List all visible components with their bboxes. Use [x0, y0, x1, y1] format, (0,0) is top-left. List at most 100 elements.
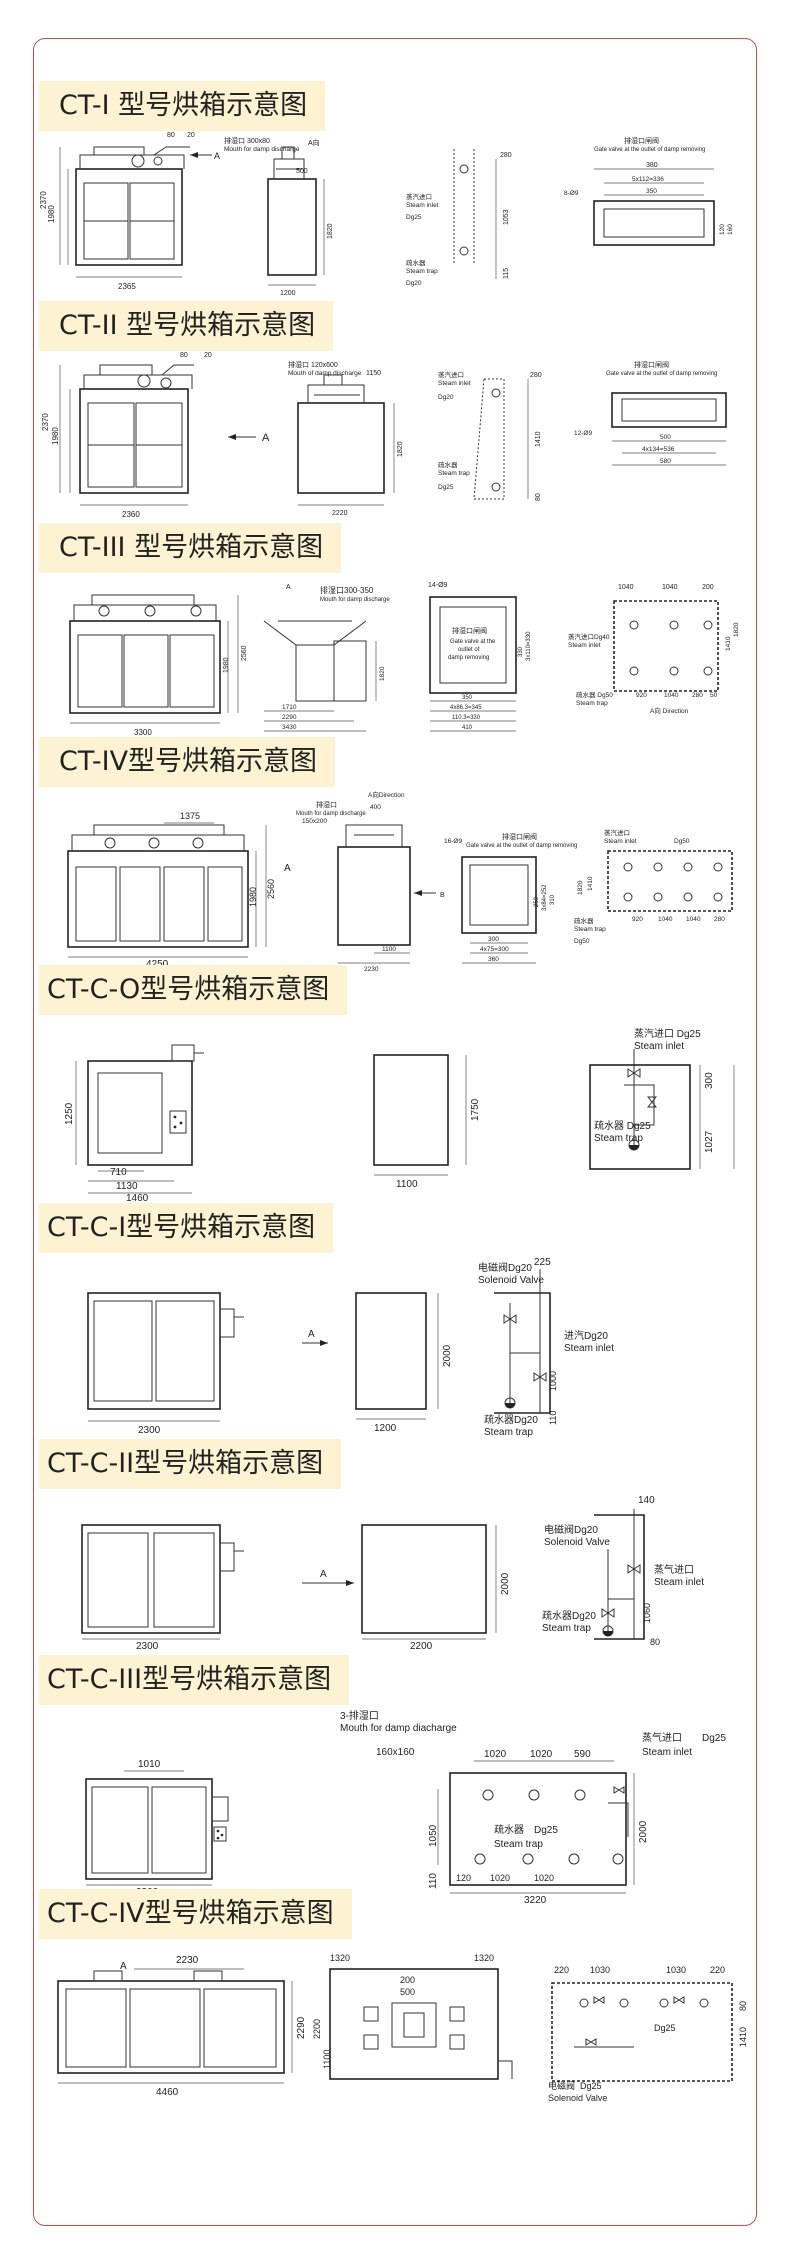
- drawing-label: 500: [296, 168, 308, 175]
- drawing-label: Steam inlet: [654, 1577, 704, 1588]
- drawing-label: 排湿口闸阀: [624, 136, 659, 145]
- drawing-label: Steam inlet: [438, 380, 471, 387]
- drawing-label: 1040: [686, 916, 701, 923]
- drawing-label: 80: [180, 352, 188, 359]
- drawing-label: 1020: [534, 1873, 554, 1883]
- drawing-label: 350: [462, 695, 473, 701]
- drawing-label: 110.3=330: [452, 715, 481, 721]
- drawing-label: 1820: [379, 666, 386, 681]
- drawing-label: 50: [710, 692, 718, 699]
- drawing-label: 1980: [51, 427, 60, 445]
- drawing-label: 排湿口300-350: [320, 585, 374, 595]
- drawing-label: 20: [204, 352, 212, 359]
- drawing-label: 280: [530, 372, 542, 379]
- section-ct-c-i: CT-C-I型号烘箱示意图 2300 A 2000 1200 225 电磁阀Dg…: [34, 1203, 756, 1441]
- drawing-label: 1980: [248, 887, 258, 907]
- drawing-label: Solenoid Valve: [478, 1275, 544, 1286]
- drawing-label: 4250: [146, 959, 169, 970]
- drawing-label: 3220: [524, 1895, 547, 1906]
- drawing-label: 350: [646, 188, 657, 195]
- drawing-label: 250: [534, 896, 540, 907]
- drawing-label: 400: [370, 804, 381, 811]
- drawing-label: 排湿口闸阀: [502, 832, 537, 841]
- drawing-label: 280: [692, 692, 703, 699]
- drawing-label: A: [308, 1329, 315, 1340]
- drawing-label: 710: [110, 1167, 127, 1178]
- drawing-label: 进汽Dg20: [564, 1329, 608, 1342]
- drawing-label: 4x86.3=345: [450, 705, 482, 711]
- drawing-label: 1980: [223, 657, 230, 673]
- section-title: CT-IV型号烘箱示意图: [39, 737, 336, 787]
- drawing-label: 1750: [470, 1098, 481, 1121]
- drawing-label: 380: [646, 162, 658, 169]
- section-ct-c-iii: CT-C-III型号烘箱示意图 1010 2300 3-排湿口 Mouth fo…: [34, 1655, 756, 1906]
- drawing-label: 蒸汽进口: [604, 828, 630, 837]
- drawing-label: 1820: [577, 880, 584, 895]
- drawing-label: 1710: [282, 704, 297, 711]
- drawing-label: 2290: [296, 2016, 307, 2039]
- drawing-label: 220: [554, 1965, 569, 1975]
- drawing-label: 2200: [410, 1641, 433, 1652]
- drawing-label: Gate valve at the outlet of damp removin…: [466, 843, 577, 849]
- drawing-label: 排湿口: [316, 800, 337, 809]
- drawing-label: 4x75=300: [480, 946, 509, 953]
- section-title: CT-II 型号烘箱示意图: [39, 301, 334, 351]
- drawing-label: 1250: [64, 1102, 75, 1125]
- drawing-label: Mouth of damp discharge: [288, 370, 362, 377]
- section-ct-iv: CT-IV型号烘箱示意图 1375 1980 2560 A 4250 排湿口 M…: [34, 737, 756, 973]
- drawing-label: 蒸汽进口Dg40: [568, 632, 610, 641]
- drawing-label: A: [284, 863, 291, 874]
- drawing-label: 115: [503, 268, 510, 279]
- drawing-label: Dg20: [406, 280, 422, 287]
- drawing-label: 2230: [176, 1955, 199, 1966]
- drawing-label: 1100: [322, 2050, 332, 2069]
- drawing-label: 1980: [47, 205, 56, 223]
- drawing-label: 疏水器Dg20: [542, 1609, 596, 1622]
- drawing-label: 300: [488, 936, 499, 943]
- drawing-label: 1060: [642, 1603, 652, 1623]
- drawing-label: 160: [727, 224, 734, 235]
- drawing-label: 410: [462, 725, 473, 731]
- drawing-label: 1320: [474, 1953, 494, 1963]
- drawing-label: 1820: [397, 441, 404, 457]
- drawing-label: A: [286, 584, 291, 591]
- drawing-label: A向Direction: [368, 790, 405, 799]
- drawing-label: 1027: [704, 1130, 715, 1153]
- drawing-label: 300: [704, 1072, 715, 1089]
- drawing-label: 疏水器Dg20: [484, 1413, 538, 1426]
- drawing-label: A: [262, 432, 270, 444]
- drawing-label: 2560: [241, 645, 248, 661]
- drawing-label: 2300: [138, 1425, 161, 1436]
- drawing-label: 80: [650, 1637, 660, 1647]
- drawing-label: Gate valve at the: [450, 639, 496, 645]
- drawing-label: 3430: [282, 724, 297, 731]
- drawing-label: Mouth for damp discharge: [224, 146, 300, 153]
- drawing-label: 225: [534, 1257, 551, 1268]
- drawing-label: 8-Ø9: [564, 190, 579, 197]
- drawing-label: 80: [167, 132, 175, 139]
- drawing-label: Dg25: [580, 2081, 602, 2091]
- drawing-label: Dg25: [438, 484, 454, 491]
- drawing-label: 220: [710, 1965, 725, 1975]
- drawing-label: 疏水器: [406, 258, 426, 267]
- section-title: CT-C-III型号烘箱示意图: [39, 1655, 350, 1705]
- drawing-label: 3300: [134, 728, 152, 737]
- drawing-label: 5x112=336: [632, 176, 664, 183]
- drawing-label: Solenoid Valve: [548, 2093, 607, 2103]
- drawing-label: A向: [308, 138, 320, 147]
- drawing-label: 蒸汽进口: [438, 370, 464, 379]
- section-ct-c-o: CT-C-O型号烘箱示意图 1250 710 1130 1460 1750 11…: [34, 965, 756, 1205]
- drawing-label: 排湿口 120x600: [288, 360, 338, 369]
- drawing-label: 3x84=252: [542, 884, 548, 911]
- drawing-label: 1000: [548, 1371, 558, 1391]
- drawing-label: 110: [548, 1411, 558, 1425]
- drawing-label: 200: [400, 1975, 415, 1985]
- drawing-label: 120: [719, 224, 726, 235]
- drawing-label: 200: [702, 584, 714, 591]
- drawing-label: 110: [428, 1873, 439, 1889]
- drawing-label: 2220: [332, 510, 348, 517]
- drawing-label: 2230: [364, 966, 379, 973]
